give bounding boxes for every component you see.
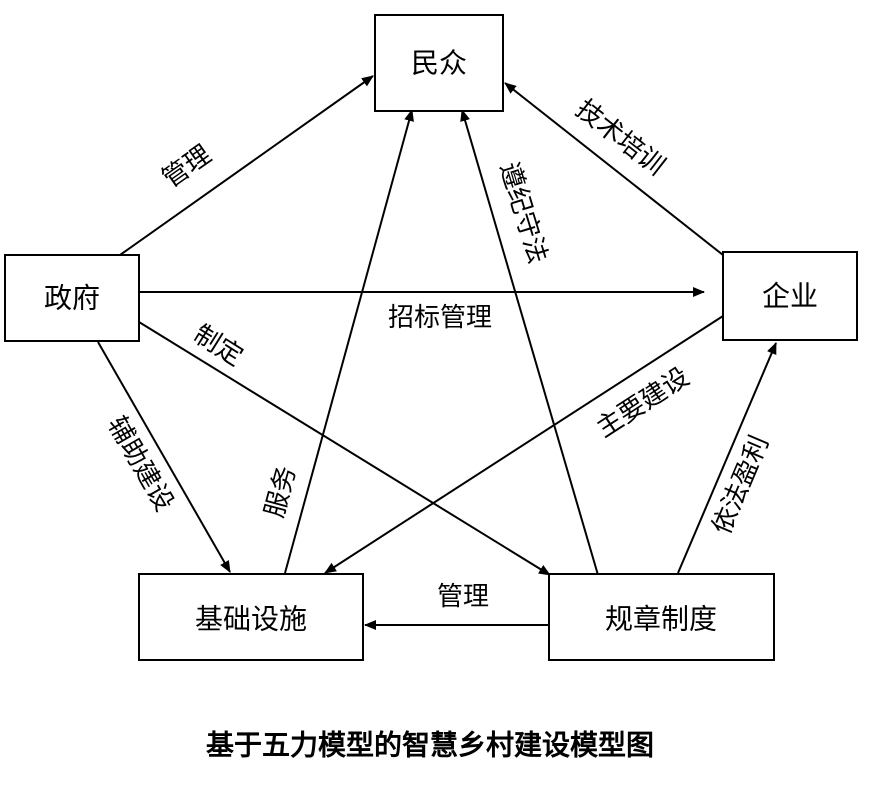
edge-regulations-to-enterprise bbox=[677, 342, 777, 574]
diagram-caption: 基于五力模型的智慧乡村建设模型图 bbox=[206, 729, 654, 762]
edge-gov-to-regulations bbox=[138, 321, 551, 576]
node-enterprise-label: 企业 bbox=[762, 280, 818, 313]
label-gov-to-people: 管理 bbox=[157, 140, 217, 194]
node-people-label: 民众 bbox=[411, 47, 467, 80]
label-gov-to-regulations: 制定 bbox=[188, 319, 248, 372]
node-people: 民众 bbox=[374, 14, 504, 112]
label-regulations-to-infrastructure: 管理 bbox=[437, 582, 489, 612]
edge-gov-to-people bbox=[119, 75, 374, 256]
node-regulations-label: 规章制度 bbox=[605, 603, 717, 636]
node-government: 政府 bbox=[4, 254, 140, 342]
edge-infrastructure-to-people bbox=[284, 109, 414, 574]
edge-gov-to-infrastructure bbox=[97, 341, 231, 573]
edge-regulations-to-people bbox=[460, 109, 599, 576]
label-enterprise-to-people: 技术培训 bbox=[570, 94, 670, 182]
node-regulations: 规章制度 bbox=[548, 573, 775, 661]
edge-enterprise-to-people bbox=[504, 82, 724, 256]
node-government-label: 政府 bbox=[44, 282, 100, 315]
node-infrastructure-label: 基础设施 bbox=[195, 603, 307, 636]
label-regulations-to-enterprise: 依法盈利 bbox=[707, 431, 775, 538]
node-enterprise: 企业 bbox=[722, 251, 858, 341]
label-gov-to-enterprise: 招标管理 bbox=[388, 303, 492, 333]
node-infrastructure: 基础设施 bbox=[138, 573, 364, 661]
label-enterprise-to-infrastructure: 主要建设 bbox=[591, 362, 695, 444]
edge-enterprise-to-infrastructure bbox=[324, 315, 724, 574]
label-infrastructure-to-people: 服务 bbox=[260, 463, 302, 521]
